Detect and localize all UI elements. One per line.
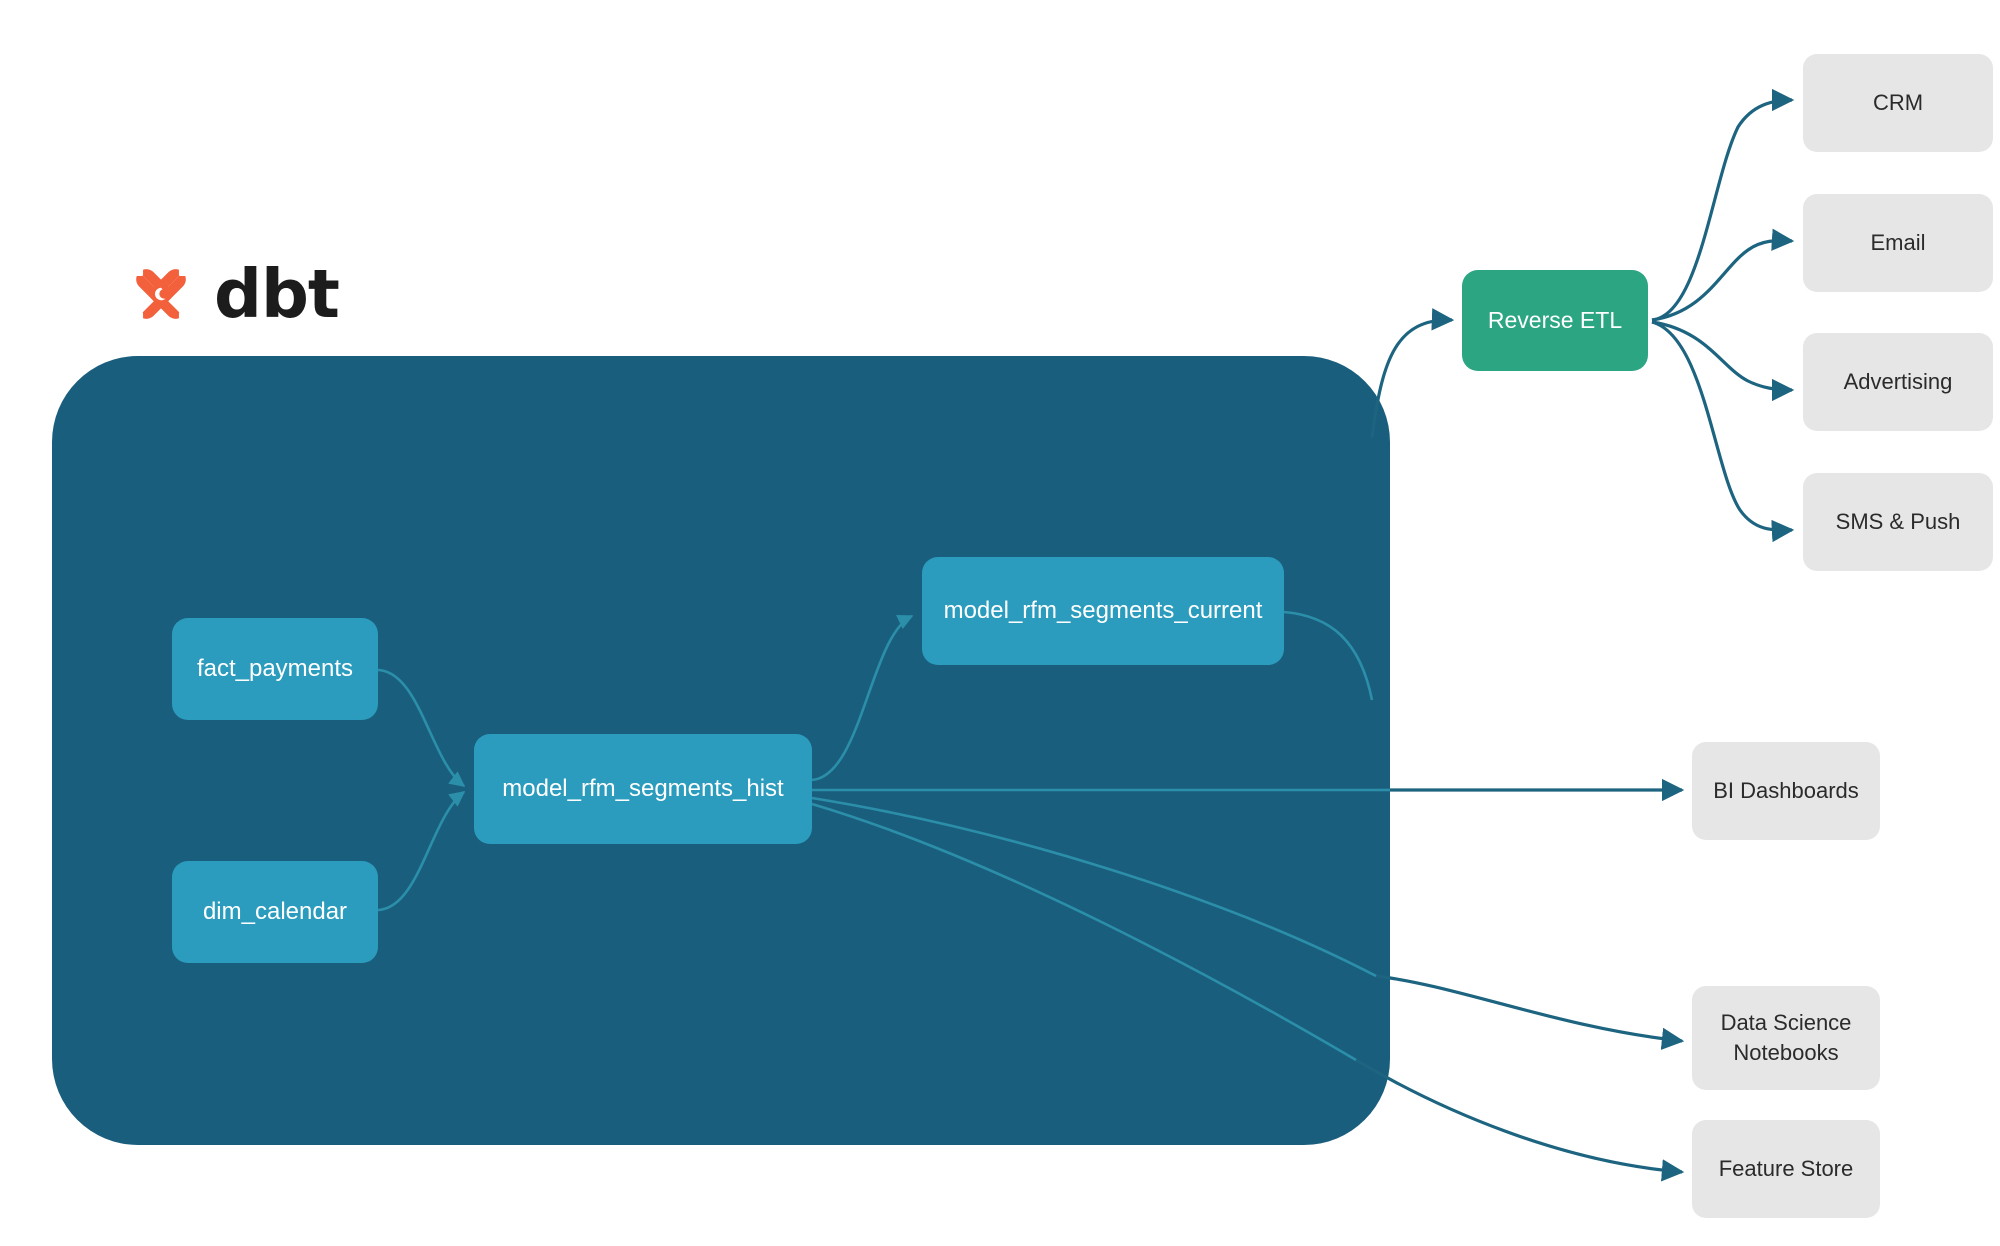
edge-reverse-etl-to-advertising [1651, 320, 1795, 402]
edge-container-to-data-science [1375, 974, 1685, 1050]
destination-node-email[interactable]: Email [1803, 194, 1993, 292]
edge-container-to-feature-store [1355, 1058, 1685, 1182]
model-node-label: model_rfm_segments_current [943, 597, 1263, 624]
edge-reverse-etl-to-sms-push [1651, 320, 1795, 543]
model-node-label: fact_payments [196, 655, 354, 682]
reverse-etl-node[interactable]: Reverse ETL [1462, 270, 1648, 371]
destination-node-data-science-notebooks[interactable]: Data Science Notebooks [1692, 986, 1880, 1090]
destination-node-crm[interactable]: CRM [1803, 54, 1993, 152]
destination-node-bi-dashboards[interactable]: BI Dashboards [1692, 742, 1880, 840]
destination-node-feature-store[interactable]: Feature Store [1692, 1120, 1880, 1218]
destination-node-advertising[interactable]: Advertising [1803, 333, 1993, 431]
edge-reverse-etl-to-email [1651, 228, 1795, 322]
model-node-dim-calendar[interactable]: dim_calendar [172, 861, 378, 963]
destination-label-line1: Data Science [1720, 1010, 1852, 1036]
model-node-label: dim_calendar [202, 898, 348, 925]
model-node-label: model_rfm_segments_hist [502, 775, 784, 802]
destination-label: Advertising [1843, 369, 1953, 395]
destination-label: BI Dashboards [1713, 778, 1859, 804]
destination-node-sms-push[interactable]: SMS & Push [1803, 473, 1993, 571]
reverse-etl-label: Reverse ETL [1487, 307, 1623, 333]
model-node-rfm-segments-hist[interactable]: model_rfm_segments_hist [474, 734, 812, 844]
destination-label: CRM [1872, 90, 1924, 116]
destination-label: Feature Store [1718, 1156, 1854, 1182]
model-node-fact-payments[interactable]: fact_payments [172, 618, 378, 720]
model-node-rfm-segments-current[interactable]: model_rfm_segments_current [922, 557, 1284, 665]
dbt-logo: dbt [122, 254, 340, 333]
dbt-logo-icon [136, 269, 186, 319]
destination-label-wrapper: Data Science Notebooks [1721, 1008, 1852, 1067]
destination-label: SMS & Push [1835, 509, 1961, 535]
edge-reverse-etl-to-crm [1651, 88, 1795, 322]
destination-label: Email [1870, 230, 1926, 256]
destination-label-line2: Notebooks [1733, 1040, 1839, 1065]
dbt-wordmark: dbt [214, 254, 340, 333]
